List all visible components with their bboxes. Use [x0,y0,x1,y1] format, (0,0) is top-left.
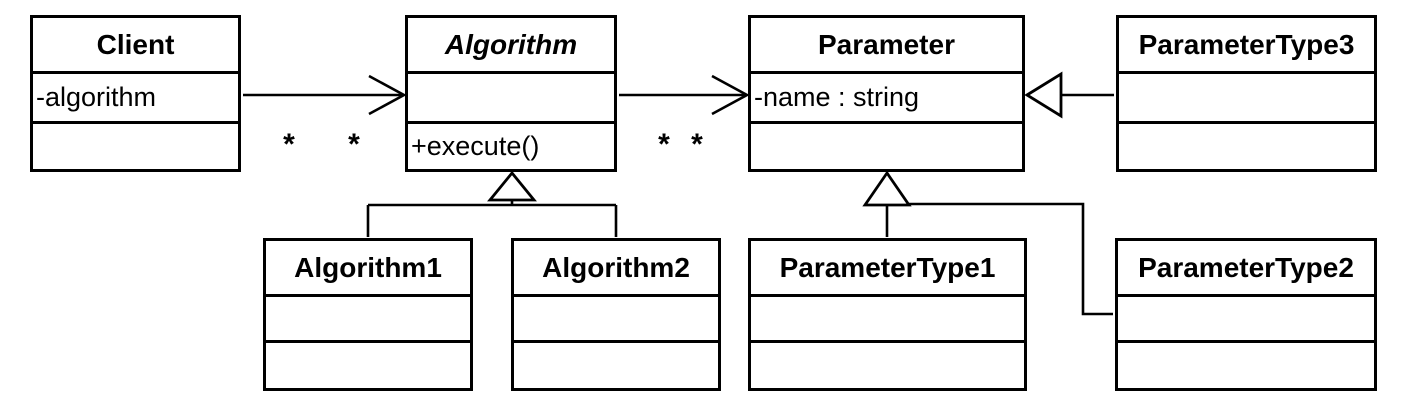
class-box-parameter-type3: ParameterType3 [1116,15,1377,172]
class-box-algorithm2: Algorithm2 [511,238,721,391]
class-attributes [1119,71,1374,121]
class-operations [33,121,238,169]
attribute-text: -algorithm [36,82,157,112]
class-operations [751,340,1024,388]
class-name: ParameterType1 [779,251,996,283]
open-arrowhead-icon [368,74,407,116]
multiplicity-label: * [658,128,670,161]
class-operations: +execute() [408,121,614,169]
class-attributes: -algorithm [33,71,238,121]
class-attributes: -name : string [751,71,1022,121]
class-box-parameter-type2: ParameterType2 [1115,238,1377,391]
class-operations [1119,121,1374,169]
operation-text: +execute() [411,131,540,161]
class-name: Algorithm1 [294,251,442,283]
hollow-triangle-icon [487,170,537,202]
class-operations [751,121,1022,169]
hollow-triangle-icon [862,170,912,207]
multiplicity-label: * [348,128,360,161]
class-name: Algorithm [444,28,578,60]
class-attributes [751,294,1024,340]
class-name: Algorithm2 [542,251,690,283]
class-box-parameter-type1: ParameterType1 [748,238,1027,391]
association-algorithm-parameter [619,74,750,116]
association-client-algorithm [243,74,407,116]
class-attributes [266,294,470,340]
class-name: ParameterType3 [1138,28,1355,60]
class-box-client: Client -algorithm [30,15,241,172]
class-attributes [408,71,614,121]
class-attributes [1118,294,1374,340]
multiplicity-label: * [691,128,703,161]
class-operations [266,340,470,388]
class-name: Client [96,28,175,60]
hollow-triangle-icon [1024,71,1063,119]
attribute-text: -name : string [754,82,920,112]
open-arrowhead-icon [711,74,750,116]
class-name: Parameter [818,28,955,60]
class-box-parameter: Parameter -name : string [748,15,1025,172]
class-box-algorithm: Algorithm +execute() [405,15,617,172]
class-name: ParameterType2 [1138,251,1354,283]
class-attributes [514,294,718,340]
generalization-parameter-type3 [1024,71,1114,119]
class-operations [1118,340,1374,388]
generalization-algorithms [366,170,618,237]
class-box-algorithm1: Algorithm1 [263,238,473,391]
multiplicity-label: * [283,128,295,161]
class-operations [514,340,718,388]
